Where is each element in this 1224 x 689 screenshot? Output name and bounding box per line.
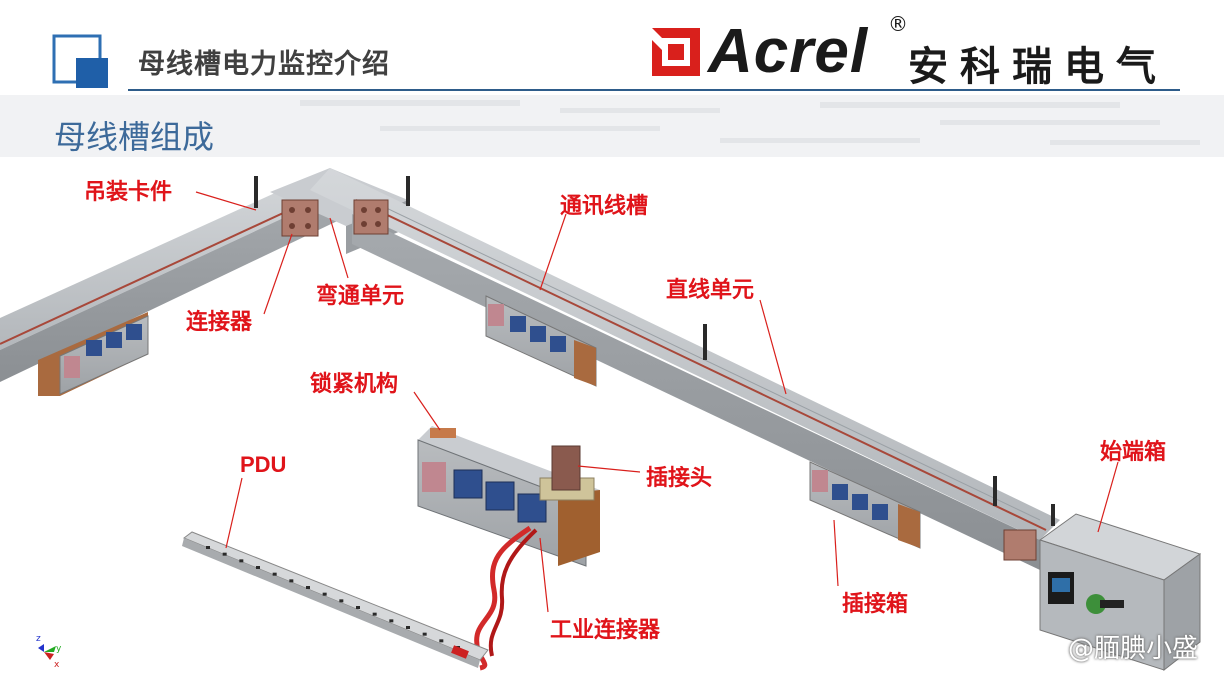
pdu-socket [356,606,360,609]
leader-lines [195,191,1119,613]
hanger-rod-icons [254,176,1055,526]
label-lock: 锁紧机构 [310,372,399,397]
connector-plate-right [353,199,389,235]
label-pdu: PDU [240,452,287,477]
plug-box-right [809,461,921,549]
pdu-socket [256,566,260,569]
connector-plate-left [281,199,319,237]
label-straight-unit: 直线单元 [666,278,755,303]
brand-name: Acrel [708,17,869,86]
acrel-logo-mark-icon [652,28,700,76]
axis-label-z: z [36,634,41,644]
start-box [1038,513,1202,672]
pdu-socket [406,626,410,629]
pdu-socket [422,632,427,636]
background-texture [300,100,1200,145]
axis-triad-icon [38,644,56,660]
pdu-socket [322,592,327,596]
pdu-socket [206,546,210,549]
registered-mark: ® [888,12,908,36]
pdu-socket [389,619,394,623]
axis-label-y: y [56,644,62,654]
pdu-socket [272,572,277,576]
industrial-cable-2 [488,528,538,657]
pdu-socket [289,579,294,583]
pdu-socket [222,552,227,556]
label-plug-box: 插接箱 [842,592,909,617]
connector-plate-end [1003,529,1037,561]
brand-chinese-name: 安科瑞电气 [908,44,1168,90]
axis-label-x: x [54,660,60,670]
plug-box-middle [485,295,597,387]
page-title: 母线槽电力监控介绍 [138,49,390,80]
pdu-switch [451,645,469,659]
pdu-socket [372,612,377,616]
logo-square-icon [52,34,108,88]
pdu-socket [439,639,444,643]
section-title: 母线槽组成 [54,118,215,156]
label-start-box: 始端箱 [1100,440,1167,465]
pdu-socket [239,559,244,563]
plug-box-left [38,312,149,396]
label-connector: 连接器 [186,310,253,335]
industrial-cable [474,525,532,671]
plug-head [539,445,595,501]
label-comm-trough: 通讯线槽 [560,194,649,219]
label-hanger: 吊装卡件 [84,180,173,205]
label-elbow: 弯通单元 [316,284,405,309]
label-plug-head: 插接头 [646,466,713,491]
busway-main-rail [310,168,1060,570]
label-industrial-connector: 工业连接器 [550,618,661,643]
pdu-socket [306,586,310,589]
watermark: @腼腆小盛 [1067,634,1198,664]
pdu-socket [339,599,344,603]
pdu-strip [182,531,489,668]
